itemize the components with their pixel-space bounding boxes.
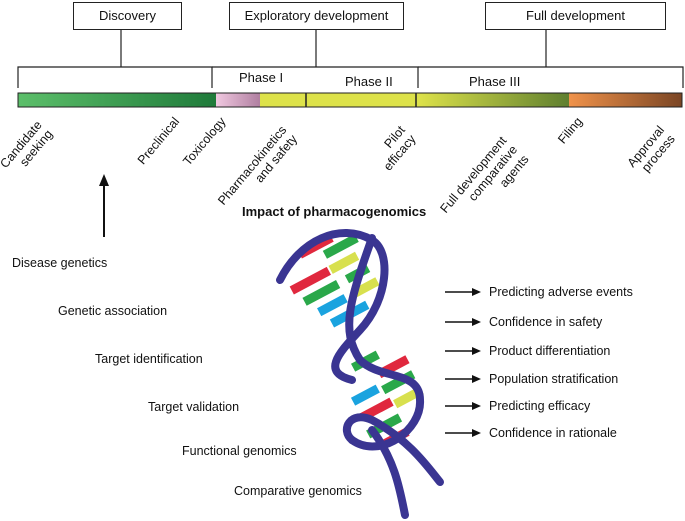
right-arrow-icon xyxy=(445,429,481,437)
left-item-comparative-genomics: Comparative genomics xyxy=(234,484,362,498)
right-arrow-icon xyxy=(445,375,481,383)
right-item-product-differentiation: Product differentiation xyxy=(445,342,610,360)
pipeline-bar xyxy=(17,92,683,108)
left-item-target-identification: Target identification xyxy=(95,352,203,366)
right-arrow-icon xyxy=(445,347,481,355)
dna-helix-icon xyxy=(276,229,444,519)
right-arrow-icon xyxy=(445,288,481,296)
right-item-confidence-in-rationale: Confidence in rationale xyxy=(445,424,617,442)
upward-arrow-icon xyxy=(99,174,109,237)
left-item-target-validation: Target validation xyxy=(148,400,240,414)
stage-exploratory-box: Exploratory development xyxy=(229,2,404,30)
left-item-disease-genetics: Disease genetics xyxy=(12,256,108,270)
left-item-genetic-association: Genetic association xyxy=(58,304,168,318)
right-arrow-icon xyxy=(445,318,481,326)
left-item-functional-genomics: Functional genomics xyxy=(182,444,297,458)
phase-1-label: Phase I xyxy=(239,70,284,85)
right-item-predicting-efficacy: Predicting efficacy xyxy=(445,397,590,415)
right-arrow-icon xyxy=(445,402,481,410)
impact-title: Impact of pharmacogenomics xyxy=(242,204,427,219)
right-item-predicting-adverse-events: Predicting adverse events xyxy=(445,283,633,301)
right-item-population-stratification: Population stratification xyxy=(445,370,618,388)
stage-full-development-box: Full development xyxy=(485,2,666,30)
phase-2-label: Phase II xyxy=(345,74,393,89)
stage-discovery-box: Discovery xyxy=(73,2,182,30)
right-item-confidence-in-safety: Confidence in safety xyxy=(445,313,602,331)
phase-3-label: Phase III xyxy=(469,74,521,89)
bracket-lines xyxy=(17,30,684,88)
